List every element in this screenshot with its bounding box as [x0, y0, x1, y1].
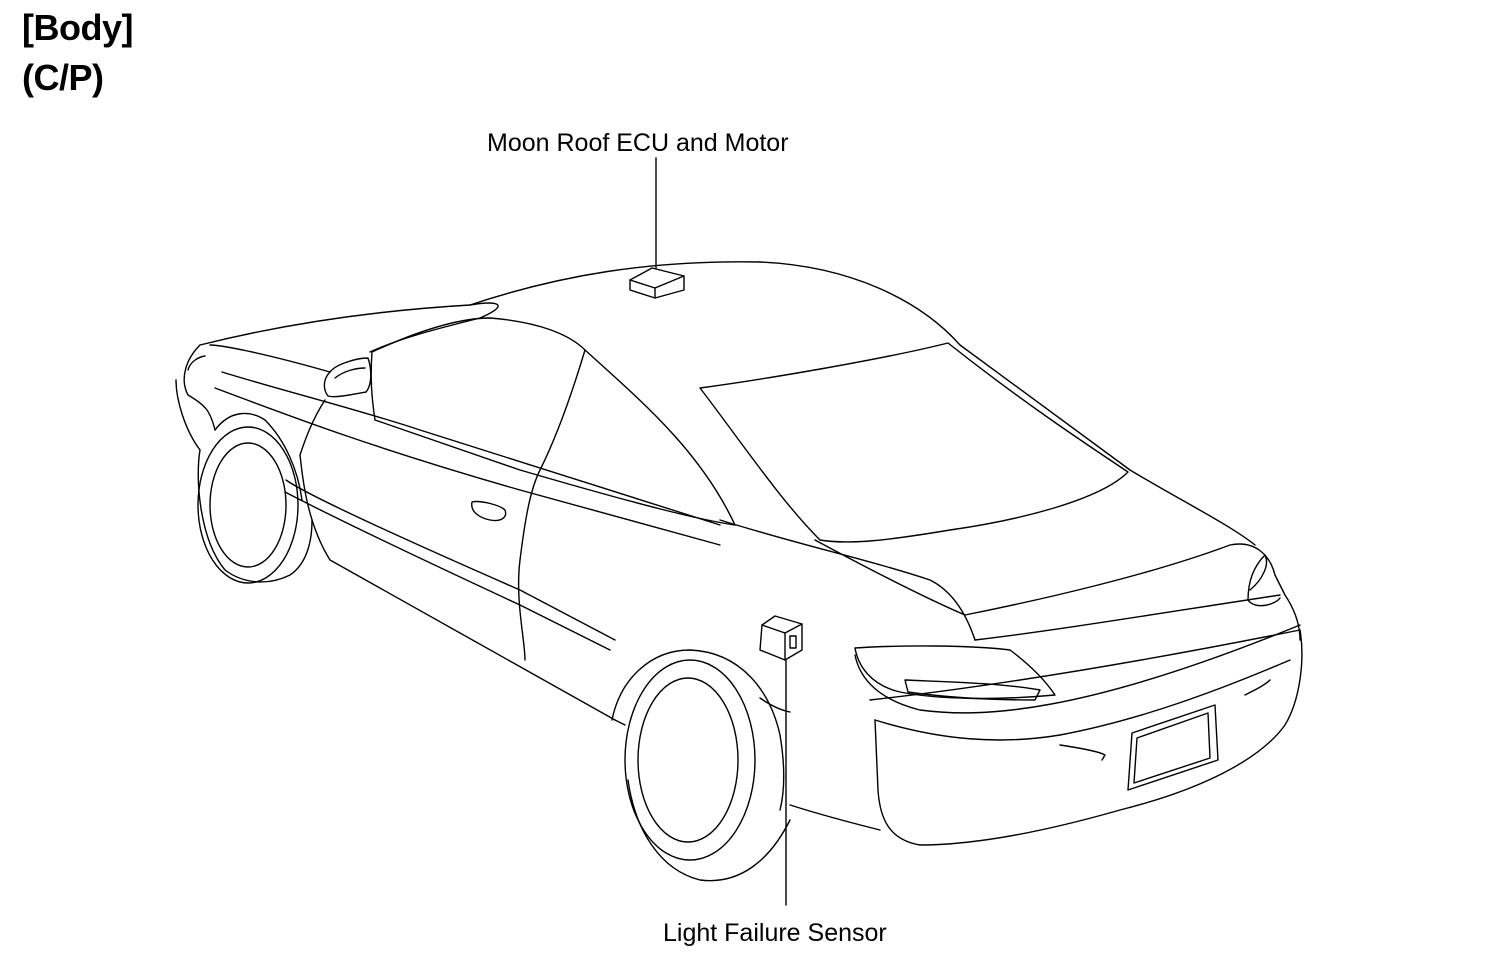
model-code: (C/P)	[22, 57, 104, 98]
moon-roof-ecu-component	[629, 267, 685, 299]
light-failure-sensor-component	[759, 615, 803, 661]
section-title: [Body]	[22, 7, 133, 48]
car-body-outline	[175, 261, 1303, 882]
moon-roof-ecu-label: Moon Roof ECU and Motor	[487, 129, 789, 157]
light-failure-sensor-label: Light Failure Sensor	[663, 919, 887, 947]
